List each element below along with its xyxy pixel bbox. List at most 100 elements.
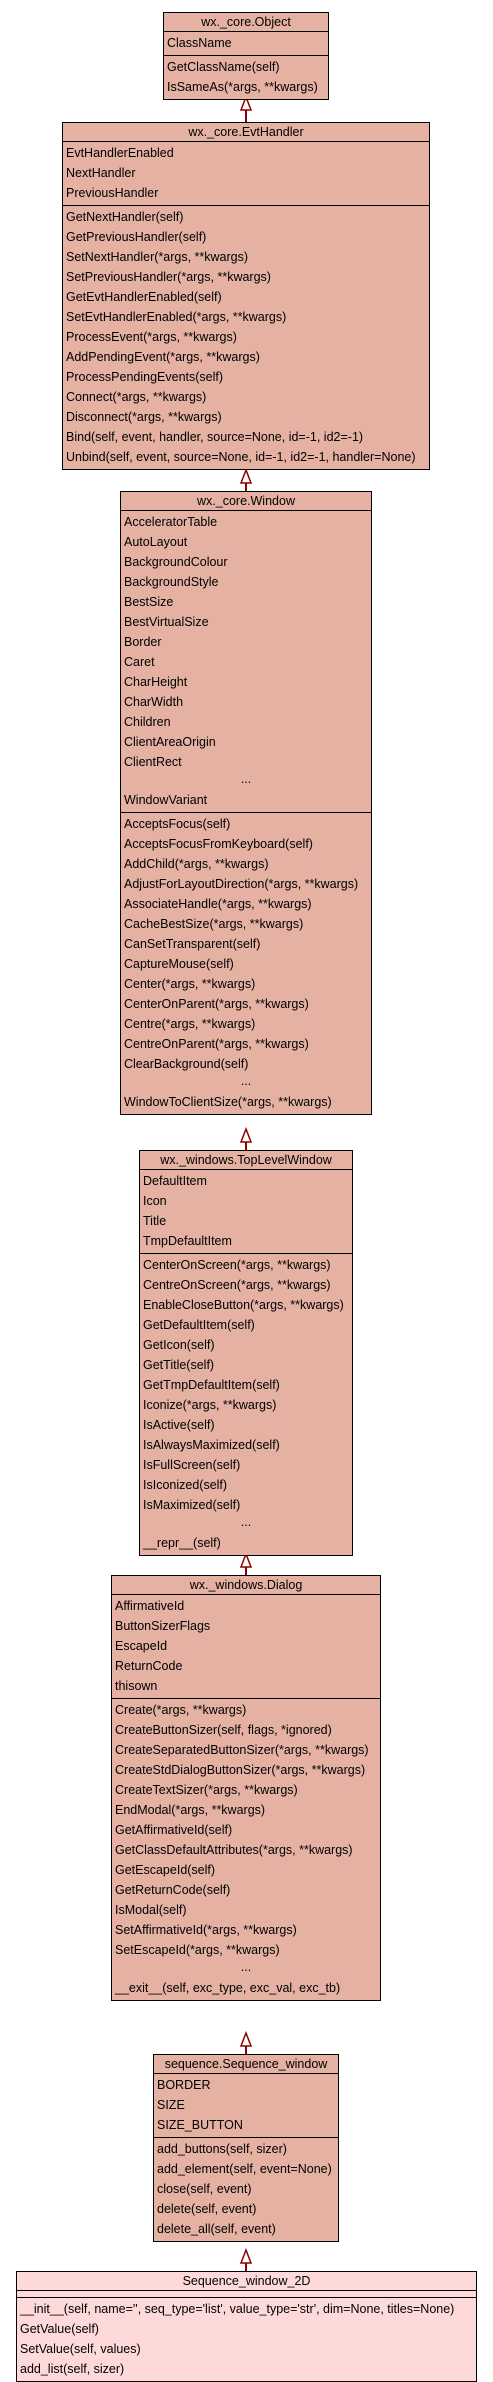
method-item: AcceptsFocusFromKeyboard(self) (124, 837, 313, 851)
method-item: GetEvtHandlerEnabled(self) (66, 290, 222, 304)
method-item: Create(*args, **kwargs) (115, 1703, 247, 1717)
method-item: IsAlwaysMaximized(self) (143, 1438, 280, 1452)
class-name: wx._core.Object (164, 13, 328, 32)
method-item: close(self, event) (157, 2182, 252, 2196)
attribute-item: CharWidth (124, 695, 184, 709)
method-item: AddChild(*args, **kwargs) (124, 857, 269, 871)
attribute-item: DefaultItem (143, 1174, 207, 1188)
ellipsis: ... (240, 1960, 252, 1974)
method-item: SetNextHandler(*args, **kwargs) (66, 250, 249, 264)
method-item: AdjustForLayoutDirection(*args, **kwargs… (124, 877, 359, 891)
method-item: EndModal(*args, **kwargs) (115, 1803, 266, 1817)
method-item: GetNextHandler(self) (66, 210, 184, 224)
method-item: EnableCloseButton(*args, **kwargs) (143, 1298, 344, 1312)
method-item: IsModal(self) (115, 1903, 187, 1917)
method-item: GetReturnCode(self) (115, 1883, 231, 1897)
method-item: SetAffirmativeId(*args, **kwargs) (115, 1923, 297, 1937)
attribute-item: NextHandler (66, 166, 136, 180)
attribute-item: BestSize (124, 595, 174, 609)
method-item: IsSameAs(*args, **kwargs) (167, 80, 318, 94)
attribute-item: SIZE_BUTTON (157, 2118, 243, 2132)
inherit-arrow-evthandler (239, 467, 253, 484)
attribute-item: SIZE (157, 2098, 185, 2112)
attribute-item: ClassName (167, 36, 232, 50)
method-item: IsActive(self) (143, 1418, 215, 1432)
method-item: CreateStdDialogButtonSizer(*args, **kwar… (115, 1763, 366, 1777)
methods-section: GetClassName(self)IsSameAs(*args, **kwar… (164, 56, 328, 99)
method-item: add_list(self, sizer) (20, 2362, 125, 2376)
attribute-item: Border (124, 635, 162, 649)
method-item: SetEvtHandlerEnabled(*args, **kwargs) (66, 310, 287, 324)
method-item: AcceptsFocus(self) (124, 817, 231, 831)
method-item: CacheBestSize(*args, **kwargs) (124, 917, 304, 931)
attribute-item: BackgroundStyle (124, 575, 219, 589)
attribute-item: WindowVariant (124, 793, 208, 807)
attribute-item: EscapeId (115, 1639, 168, 1653)
class-name: wx._core.Window (121, 492, 371, 511)
method-item: CentreOnParent(*args, **kwargs) (124, 1037, 309, 1051)
method-item: SetEscapeId(*args, **kwargs) (115, 1943, 280, 1957)
method-item: ClearBackground(self) (124, 1057, 249, 1071)
method-item: Center(*args, **kwargs) (124, 977, 256, 991)
method-item: Iconize(*args, **kwargs) (143, 1398, 277, 1412)
inherit-arrow-sequence-window (239, 2247, 253, 2264)
method-item: Bind(self, event, handler, source=None, … (66, 430, 364, 444)
method-item: GetTmpDefaultItem(self) (143, 1378, 280, 1392)
method-item: CreateTextSizer(*args, **kwargs) (115, 1783, 298, 1797)
method-item: IsFullScreen(self) (143, 1458, 241, 1472)
class-box-sequence-window-2d: Sequence_window_2D__init__(self, name=''… (16, 2271, 477, 2382)
method-item: GetAffirmativeId(self) (115, 1823, 233, 1837)
inherit-arrow-window (239, 1126, 253, 1143)
method-item: add_buttons(self, sizer) (157, 2142, 287, 2156)
inherit-arrow-toplevelwindow (239, 1551, 253, 1568)
methods-section: AcceptsFocus(self) AcceptsFocusFromKeyboa… (121, 813, 371, 1114)
ellipsis: ... (240, 1074, 252, 1088)
method-item: AddPendingEvent(*args, **kwargs) (66, 350, 260, 364)
method-item: add_element(self, event=None) (157, 2162, 332, 2176)
attribute-item: AffirmativeId (115, 1599, 185, 1613)
method-item: IsMaximized(self) (143, 1498, 241, 1512)
attribute-item: ReturnCode (115, 1659, 183, 1673)
attributes-section: ClassName (164, 32, 328, 56)
method-item: CreateSeparatedButtonSizer(*args, **kwar… (115, 1743, 369, 1757)
attribute-item: PreviousHandler (66, 186, 159, 200)
method-item: delete(self, event) (157, 2202, 257, 2216)
class-name: sequence.Sequence_window (154, 2055, 338, 2074)
class-name: wx._windows.Dialog (112, 1576, 380, 1595)
method-item: Disconnect(*args, **kwargs) (66, 410, 222, 424)
attribute-item: ClientAreaOrigin (124, 735, 216, 749)
inherit-arrow-dialog (239, 2030, 253, 2047)
attribute-item: AcceleratorTable (124, 515, 218, 529)
attribute-item: ButtonSizerFlags (115, 1619, 211, 1633)
method-item: GetDefaultItem(self) (143, 1318, 255, 1332)
attribute-item: CharHeight (124, 675, 188, 689)
method-item: WindowToClientSize(*args, **kwargs) (124, 1095, 332, 1109)
class-name: wx._core.EvtHandler (63, 123, 429, 142)
method-item: CentreOnScreen(*args, **kwargs) (143, 1278, 331, 1292)
method-item: GetEscapeId(self) (115, 1863, 216, 1877)
attributes-section (17, 2291, 476, 2298)
ellipsis: ... (240, 1515, 252, 1529)
method-item: __exit__(self, exc_type, exc_val, exc_tb… (115, 1981, 341, 1995)
attribute-item: BestVirtualSize (124, 615, 209, 629)
method-item: CanSetTransparent(self) (124, 937, 261, 951)
method-item: CreateButtonSizer(self, flags, *ignored) (115, 1723, 332, 1737)
methods-section: Create(*args, **kwargs) CreateButtonSizer… (112, 1699, 380, 2000)
method-item: GetClassDefaultAttributes(*args, **kwarg… (115, 1843, 353, 1857)
attribute-item: Icon (143, 1194, 167, 1208)
inherit-arrow-object (239, 94, 253, 111)
attribute-item: Title (143, 1214, 167, 1228)
attribute-item: AutoLayout (124, 535, 188, 549)
attribute-item: TmpDefaultItem (143, 1234, 232, 1248)
method-item: ProcessEvent(*args, **kwargs) (66, 330, 237, 344)
